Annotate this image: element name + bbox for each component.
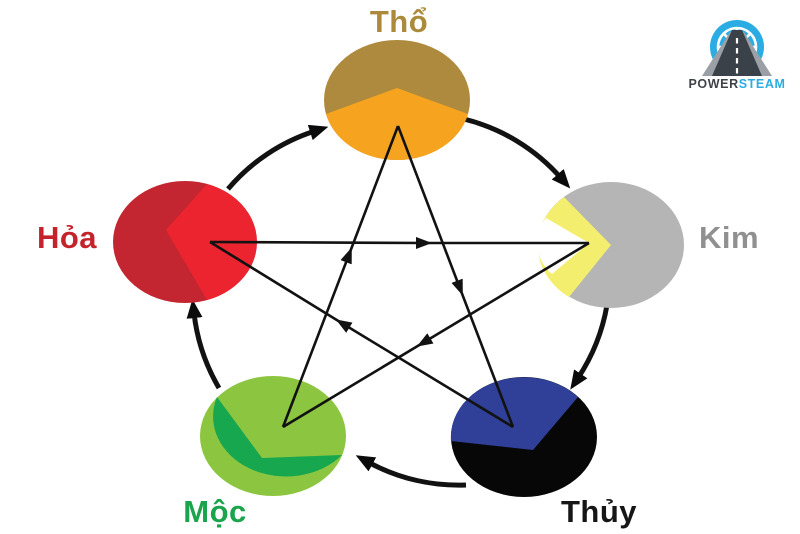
arrow-thuy-to-moc [355, 455, 467, 488]
arrow-hoa-to-tho [226, 124, 329, 191]
arrow-thuy-to-hoa [209, 240, 514, 429]
label-kim: Kim [698, 220, 760, 255]
label-tho: Thổ [369, 4, 429, 39]
logo-text-steam: STEAM [739, 77, 786, 91]
arrow-moc-to-tho [281, 125, 400, 428]
arrow-tho-to-thuy [396, 125, 515, 428]
label-moc: Mộc [183, 494, 247, 529]
tho-accent-slice [326, 88, 468, 161]
logo-text-power: POWER [689, 77, 739, 91]
road-shoulder-left [702, 32, 734, 76]
label-thuy: Thủy [560, 494, 638, 529]
road-icon [702, 30, 772, 76]
arrow-moc-to-hoa [186, 299, 222, 390]
arrow-kim-to-moc [282, 241, 590, 429]
kim-white-wedge [536, 218, 589, 274]
road-shoulder-right [740, 32, 772, 76]
generating-cycle-arrows [186, 116, 610, 488]
thuy-accent-slice [450, 377, 578, 450]
powersteam-logo: POWERSTEAM [689, 20, 786, 91]
arrow-hoa-to-kim [209, 236, 589, 249]
element-circle-tho [324, 40, 470, 161]
arrow-kim-to-thuy [570, 304, 610, 390]
overcoming-cycle-arrows [209, 125, 590, 429]
element-circle-kim [536, 182, 684, 308]
moc-accent-slice [213, 397, 342, 477]
label-hoa: Hỏa [36, 220, 98, 255]
element-circle-thuy [450, 377, 597, 497]
logo-wordmark: POWERSTEAM [689, 77, 786, 91]
arrow-tho-to-kim [463, 116, 571, 189]
element-circle-moc [200, 376, 346, 496]
